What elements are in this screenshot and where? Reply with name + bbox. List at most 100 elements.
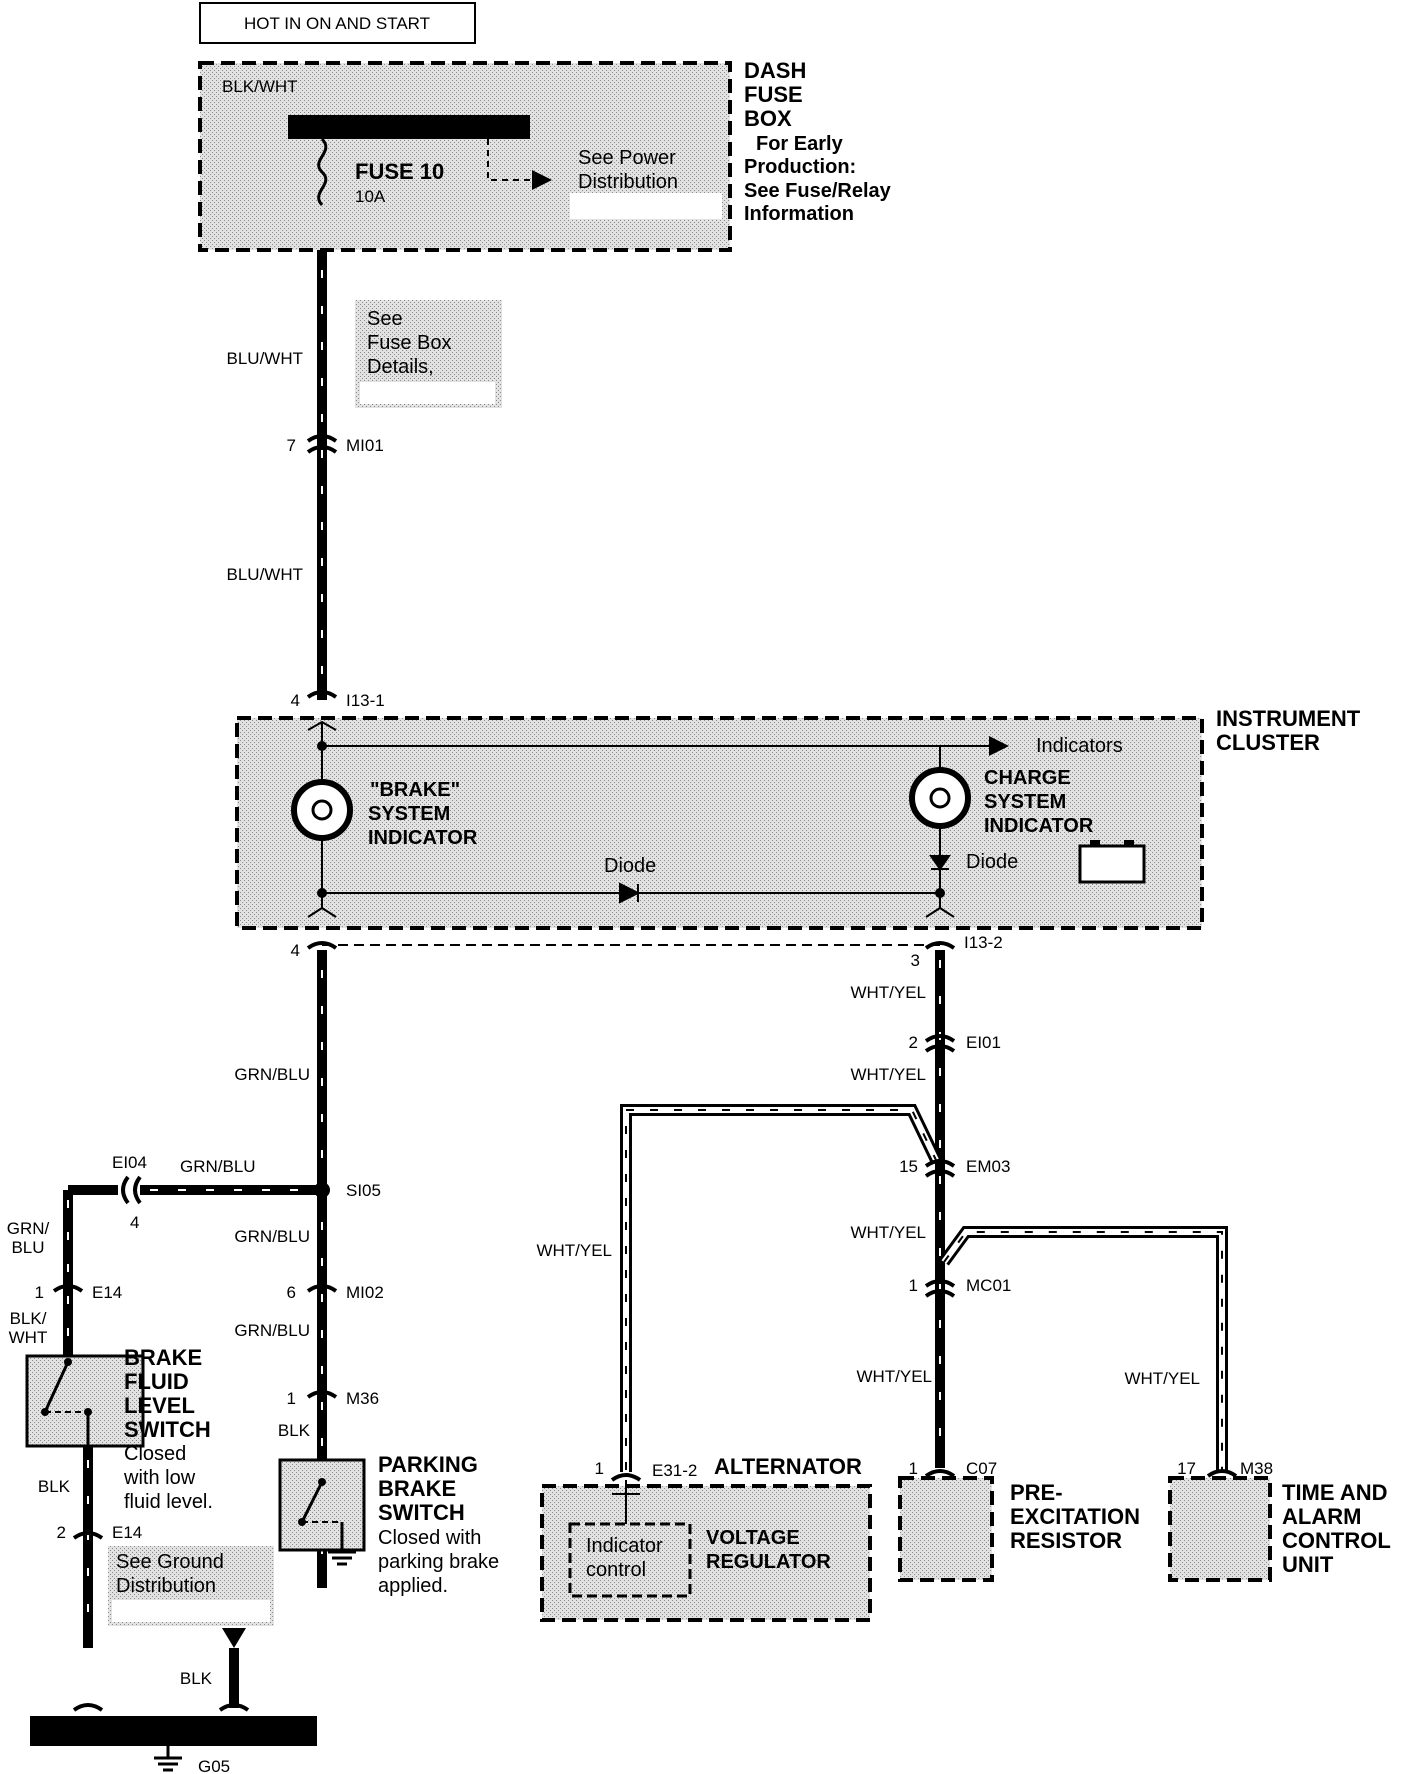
dash-fuse-box-title: DASH FUSE BOX For Early Production: See … xyxy=(744,58,892,225)
brake-fluid-level-switch xyxy=(25,1354,145,1448)
wire-label: WHT/YEL xyxy=(850,1065,926,1084)
wire-label: BLK xyxy=(38,1477,71,1496)
svg-text:SWITCH: SWITCH xyxy=(124,1417,211,1442)
svg-text:See Power: See Power xyxy=(578,147,676,169)
wire-label: WHT/YEL xyxy=(536,1241,612,1260)
splice-si05: SI05 xyxy=(314,1181,381,1200)
svg-text:INSTRUMENT: INSTRUMENT xyxy=(1216,706,1361,731)
svg-text:PRE-: PRE- xyxy=(1010,1480,1063,1505)
svg-text:FUSE: FUSE xyxy=(744,82,803,107)
svg-text:"BRAKE": "BRAKE" xyxy=(370,779,460,801)
svg-text:LEVEL: LEVEL xyxy=(124,1393,195,1418)
connector-m38: 17 M38 xyxy=(1177,1459,1273,1478)
svg-text:2: 2 xyxy=(57,1523,66,1542)
wire-label: GRN/BLU xyxy=(180,1157,256,1176)
svg-text:1: 1 xyxy=(909,1459,918,1478)
brake-indicator-bulb-icon xyxy=(291,779,353,841)
wht-yel-alternator-wire xyxy=(620,1104,942,1472)
wire-label: WHT/YEL xyxy=(1124,1369,1200,1388)
svg-text:G05: G05 xyxy=(198,1757,230,1774)
svg-text:Diode: Diode xyxy=(604,855,656,877)
svg-text:BLK/WHT: BLK/WHT xyxy=(222,77,298,96)
svg-text:Details,: Details, xyxy=(367,356,434,378)
wire-label: BLU xyxy=(11,1238,44,1257)
svg-text:BOX: BOX xyxy=(744,106,792,131)
svg-text:7: 7 xyxy=(287,436,296,455)
svg-text:M36: M36 xyxy=(346,1389,379,1408)
svg-text:VOLTAGE: VOLTAGE xyxy=(706,1527,800,1549)
wire-label: BLU/WHT xyxy=(227,349,304,368)
pre-excitation-resistor xyxy=(898,1476,994,1582)
connector-e14-bottom: 2 E14 xyxy=(57,1523,143,1542)
alternator: Indicator control VOLTAGE REGULATOR xyxy=(540,1480,872,1622)
svg-text:1: 1 xyxy=(35,1283,44,1302)
svg-text:MC01: MC01 xyxy=(966,1276,1011,1295)
svg-text:See: See xyxy=(367,308,403,330)
svg-text:10A: 10A xyxy=(355,187,386,206)
svg-text:E31-2: E31-2 xyxy=(652,1461,697,1480)
wire-label: BLK xyxy=(278,1421,311,1440)
wire-label: BLU/WHT xyxy=(227,565,304,584)
svg-text:UNIT: UNIT xyxy=(1282,1552,1334,1577)
connector-ei01: 2 EI01 xyxy=(909,1033,1001,1053)
svg-text:For Early: For Early xyxy=(756,133,844,155)
ground-bar-g05: G05 xyxy=(30,1716,317,1774)
svg-text:I13-2: I13-2 xyxy=(964,933,1003,952)
connector-i13-1: 4 I13-1 xyxy=(291,690,385,710)
connector-m36: 1 M36 xyxy=(287,1389,380,1408)
wire-label: GRN/ xyxy=(7,1219,50,1238)
svg-text:4: 4 xyxy=(130,1213,139,1232)
wire-label: WHT xyxy=(9,1328,48,1347)
time-alarm-control-unit-label: TIME AND ALARM CONTROL UNIT xyxy=(1282,1480,1391,1577)
alternator-title: ALTERNATOR xyxy=(714,1454,862,1479)
connector-i13-2: 4 3 I13-2 xyxy=(291,933,1003,970)
svg-text:RESISTOR: RESISTOR xyxy=(1010,1528,1122,1553)
svg-text:control: control xyxy=(586,1559,646,1581)
svg-text:Closed: Closed xyxy=(124,1443,186,1465)
svg-text:I13-1: I13-1 xyxy=(346,691,385,710)
svg-text:Diode: Diode xyxy=(966,851,1018,873)
svg-text:BRAKE: BRAKE xyxy=(124,1345,202,1370)
instrument-cluster-title: INSTRUMENT CLUSTER xyxy=(1216,706,1361,755)
wire-label: BLK/ xyxy=(10,1309,47,1328)
wire-label: GRN/BLU xyxy=(234,1227,310,1246)
svg-text:TIME AND: TIME AND xyxy=(1282,1480,1388,1505)
svg-text:MI01: MI01 xyxy=(346,436,384,455)
svg-text:CLUSTER: CLUSTER xyxy=(1216,730,1320,755)
brake-fluid-level-switch-label: BRAKE FLUID LEVEL SWITCH Closed with low… xyxy=(123,1345,213,1513)
svg-text:SWITCH: SWITCH xyxy=(378,1500,465,1525)
svg-text:Production:: Production: xyxy=(744,156,856,178)
svg-text:1: 1 xyxy=(287,1389,296,1408)
fuse-bus-bar xyxy=(288,115,530,139)
wire-label: WHT/YEL xyxy=(850,1223,926,1242)
svg-text:BRAKE: BRAKE xyxy=(378,1476,456,1501)
svg-text:15: 15 xyxy=(899,1157,918,1176)
svg-text:FLUID: FLUID xyxy=(124,1369,189,1394)
parking-brake-switch-label: PARKING BRAKE SWITCH Closed with parking… xyxy=(378,1452,499,1597)
svg-text:SYSTEM: SYSTEM xyxy=(368,803,450,825)
svg-text:Closed with: Closed with xyxy=(378,1527,481,1549)
svg-text:INDICATOR: INDICATOR xyxy=(984,815,1094,837)
svg-text:4: 4 xyxy=(291,941,300,960)
svg-text:Distribution: Distribution xyxy=(116,1575,216,1597)
battery-icon xyxy=(1078,840,1146,884)
wire-label: WHT/YEL xyxy=(856,1367,932,1386)
wire-label: GRN/BLU xyxy=(234,1065,310,1084)
charge-indicator-bulb-icon xyxy=(909,767,971,829)
svg-text:CONTROL: CONTROL xyxy=(1282,1528,1391,1553)
svg-text:Fuse Box: Fuse Box xyxy=(367,332,451,354)
svg-text:Indicators: Indicators xyxy=(1036,735,1123,757)
instrument-cluster: Indicators "BRAKE" SYSTEM INDICATOR CHAR… xyxy=(235,716,1204,930)
svg-text:DASH: DASH xyxy=(744,58,806,83)
svg-text:17: 17 xyxy=(1177,1459,1196,1478)
connector-e31-2: 1 E31-2 xyxy=(595,1459,697,1482)
parking-brake-switch xyxy=(278,1458,366,1566)
svg-text:applied.: applied. xyxy=(378,1575,448,1597)
svg-text:fluid level.: fluid level. xyxy=(124,1491,213,1513)
svg-text:E14: E14 xyxy=(112,1523,142,1542)
svg-text:Indicator: Indicator xyxy=(586,1535,663,1557)
connector-mi02: 6 MI02 xyxy=(287,1283,384,1302)
wht-yel-time-alarm-wire xyxy=(939,1226,1228,1472)
ground-down-arrow-icon xyxy=(222,1628,246,1708)
